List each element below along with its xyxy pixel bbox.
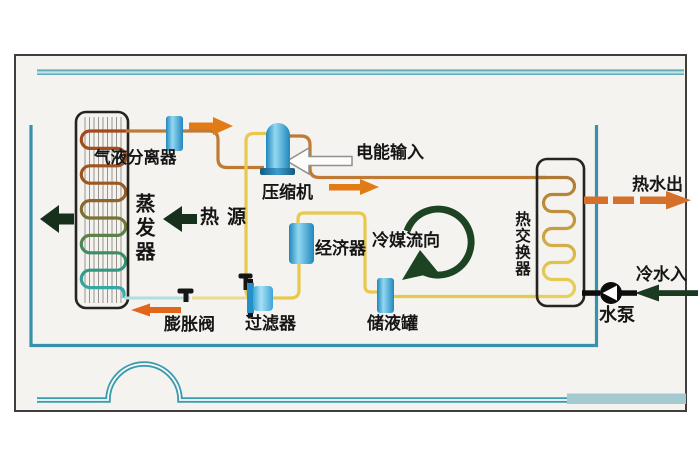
water-pump-icon bbox=[582, 282, 637, 304]
exhaust-air-arrow-icon bbox=[40, 205, 74, 233]
filter-tick-bottom bbox=[248, 313, 253, 317]
expansion-flow-arrow-icon bbox=[131, 303, 181, 317]
refrigerant-cycle-arrow-icon bbox=[402, 205, 475, 280]
water-pump-label: 水泵 bbox=[599, 305, 635, 326]
cold-water-arrow-icon bbox=[635, 284, 698, 302]
refrigerant-flow-label: 冷媒流向 bbox=[372, 231, 440, 251]
diagram-border bbox=[14, 54, 687, 412]
heat-exchanger-coil bbox=[537, 175, 577, 299]
expansion-valve-icon bbox=[177, 288, 194, 302]
filter-label: 过滤器 bbox=[245, 314, 296, 334]
compressor-label: 压缩机 bbox=[262, 183, 313, 203]
evaporator-coil bbox=[79, 129, 128, 298]
ceiling-line bbox=[37, 69, 684, 75]
casing-frame bbox=[29, 125, 599, 348]
heat-exchanger-label: 热交换器 bbox=[513, 211, 531, 277]
hot-water-arrow-icon bbox=[584, 191, 691, 210]
throttle-valve-icon bbox=[238, 273, 253, 290]
compressor-vessel bbox=[265, 123, 290, 171]
power-input-arrow-icon bbox=[285, 146, 353, 176]
cold-water-in-label: 冷水入 bbox=[636, 265, 687, 285]
heat-source-arrow-icon bbox=[163, 206, 197, 232]
evaporator-fins bbox=[84, 117, 122, 303]
heat-exchanger-box bbox=[535, 157, 586, 308]
heat-source-label: 热源 bbox=[200, 206, 255, 228]
filter-body bbox=[253, 286, 273, 311]
discharge-flow-arrow-icon bbox=[329, 179, 379, 195]
separator-vessel bbox=[166, 116, 183, 151]
filter-tick-top bbox=[248, 279, 253, 283]
evaporator-box bbox=[74, 110, 130, 310]
receiver-tank-label: 储液罐 bbox=[367, 314, 418, 334]
separator-label: 气液分离器 bbox=[94, 148, 177, 167]
suction-flow-arrow-icon bbox=[189, 117, 233, 135]
power-input-label: 电能输入 bbox=[356, 143, 424, 163]
floor-line bbox=[37, 361, 686, 404]
compressor-base bbox=[260, 168, 295, 175]
receiver-tank-vessel bbox=[377, 278, 394, 313]
filter-flange bbox=[247, 282, 254, 314]
hot-water-out-label: 热水出 bbox=[632, 175, 683, 195]
expansion-valve-label: 膨胀阀 bbox=[164, 315, 215, 335]
economizer-label: 经济器 bbox=[315, 239, 366, 259]
evaporator-label: 蒸发器 bbox=[132, 193, 156, 265]
economizer-vessel bbox=[289, 223, 314, 264]
